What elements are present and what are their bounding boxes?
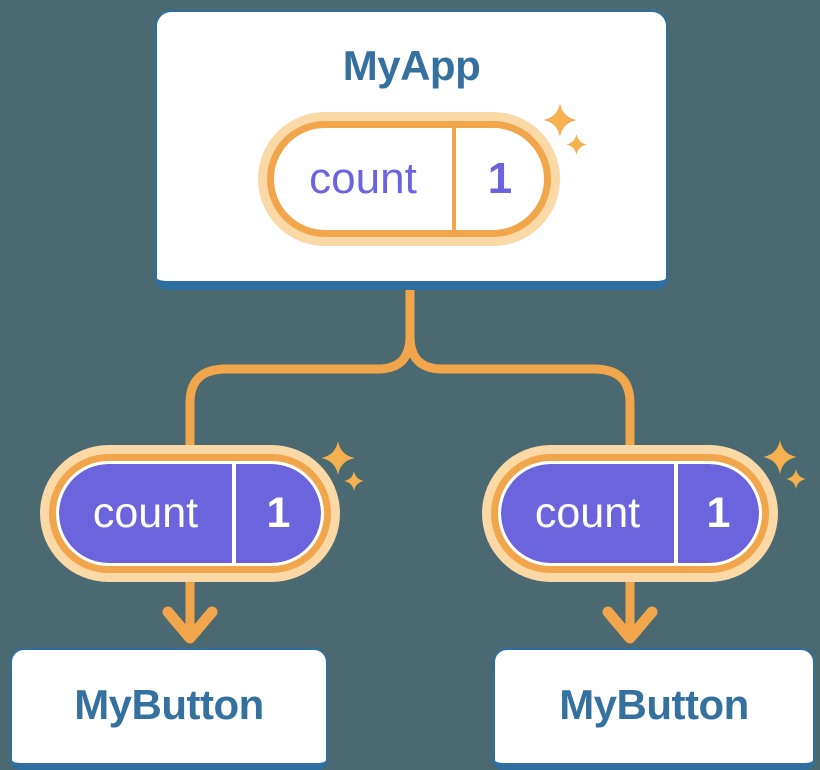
- prop-pill-left: count 1: [40, 445, 340, 582]
- prop-pill-body: count 1: [59, 464, 321, 563]
- state-pill-ring: count 1: [267, 121, 551, 237]
- state-pill-value: 1: [487, 154, 513, 203]
- mybutton-title: MyButton: [74, 680, 264, 728]
- prop-pill-divider: [232, 464, 236, 563]
- connector-branches: [185, 285, 635, 635]
- prop-pill-label: count: [59, 464, 232, 563]
- branch-right: [405, 335, 635, 635]
- mybutton-title: MyButton: [559, 680, 749, 728]
- arrow-down-icon: [162, 606, 218, 644]
- sparkle-icon: [543, 103, 577, 137]
- state-pill-label: count: [309, 154, 417, 203]
- state-pill: count 1: [258, 112, 560, 246]
- prop-pill-right: count 1: [482, 445, 778, 582]
- sparkle-icon: [344, 471, 364, 491]
- sparkle-icon: [763, 440, 797, 474]
- sparkle-icon: [321, 441, 355, 475]
- prop-pill-value: 1: [236, 464, 321, 563]
- myapp-title: MyApp: [342, 42, 481, 89]
- prop-pill-ring: count 1: [49, 454, 331, 573]
- prop-pill-value: 1: [678, 464, 759, 563]
- prop-pill-divider: [674, 464, 678, 563]
- connector-arrowheads: [162, 606, 658, 644]
- prop-pill-ring: count 1: [491, 454, 769, 573]
- state-pill-divider: [452, 128, 456, 230]
- sparkle-icon: [566, 134, 587, 155]
- mybutton-card-left: MyButton: [10, 648, 328, 770]
- sparkle-icon: [786, 469, 806, 489]
- prop-pill-label: count: [501, 464, 674, 563]
- arrow-down-icon: [602, 606, 658, 644]
- prop-pill-body: count 1: [501, 464, 759, 563]
- mybutton-card-right: MyButton: [493, 648, 815, 770]
